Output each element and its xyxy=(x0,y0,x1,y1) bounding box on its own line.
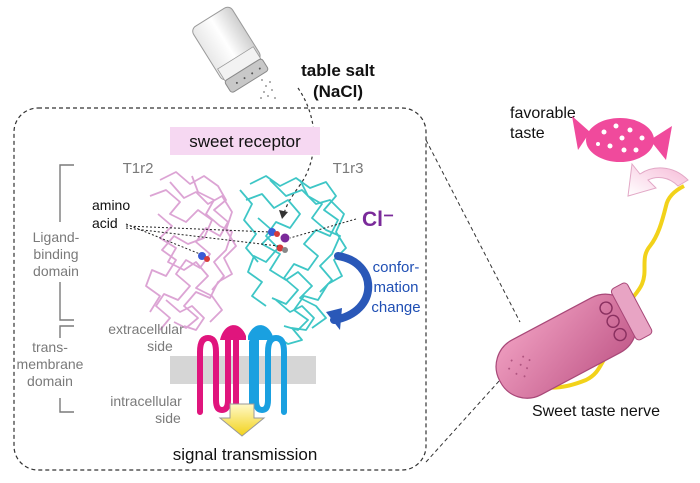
transmembrane-line-2: membrane xyxy=(17,356,84,372)
favorable-arrow xyxy=(627,162,689,197)
extracellular-line-2: side xyxy=(147,338,173,354)
taste-cell-icon xyxy=(495,282,653,399)
conformation-line-3: change xyxy=(371,299,420,316)
conformation-arrow xyxy=(330,252,373,324)
conformation-line-2: mation xyxy=(373,279,418,296)
amino-label: amino xyxy=(92,197,130,213)
extracellular-line-1: extracellular xyxy=(108,321,184,337)
salt-entry-arrow xyxy=(283,87,315,215)
zoom-line-bottom xyxy=(425,379,501,463)
transmembrane-bracket xyxy=(59,325,74,413)
ligand-binding-bracket xyxy=(59,164,74,321)
chloride-label: Cl⁻ xyxy=(362,208,394,231)
sweet-receptor-label-bg xyxy=(170,127,320,155)
cell-membrane xyxy=(170,356,316,384)
t1r2-label: T1r2 xyxy=(123,160,154,177)
t1r3-protein xyxy=(239,175,347,345)
salt-shaker-icon xyxy=(192,6,269,93)
ligand-line-2: binding xyxy=(33,246,78,262)
salt-grains xyxy=(260,79,276,99)
signal-arrow-icon xyxy=(218,403,266,437)
favorable-line-1: favorable xyxy=(510,105,576,122)
ligand-line-1: Ligand- xyxy=(33,229,80,245)
intracellular-line-1: intracellular xyxy=(110,393,182,409)
amino-acid-pointers xyxy=(125,223,279,255)
transmembrane-line-1: trans- xyxy=(32,339,68,355)
sweet-receptor-label: sweet receptor xyxy=(189,132,301,151)
candy-icon xyxy=(572,116,672,162)
favorable-line-2: taste xyxy=(510,125,545,142)
receptor-frame xyxy=(13,107,427,471)
acid-label: acid xyxy=(92,215,118,231)
sweet-taste-nerve-label: Sweet taste nerve xyxy=(532,403,660,420)
table-salt-label: table salt xyxy=(301,61,375,80)
signal-transmission-label: signal transmission xyxy=(173,445,318,464)
intracellular-line-2: side xyxy=(155,410,181,426)
conformation-line-1: confor- xyxy=(373,259,420,276)
transmembrane-line-3: domain xyxy=(27,373,73,389)
zoom-line-top xyxy=(425,139,521,323)
t1r2-protein xyxy=(145,171,237,331)
amino-acid-residues xyxy=(198,228,290,262)
nacl-label: (NaCl) xyxy=(313,82,363,101)
ligand-line-3: domain xyxy=(33,263,79,279)
chloride-pointer xyxy=(289,218,357,239)
t1r3-label: T1r3 xyxy=(333,160,364,177)
